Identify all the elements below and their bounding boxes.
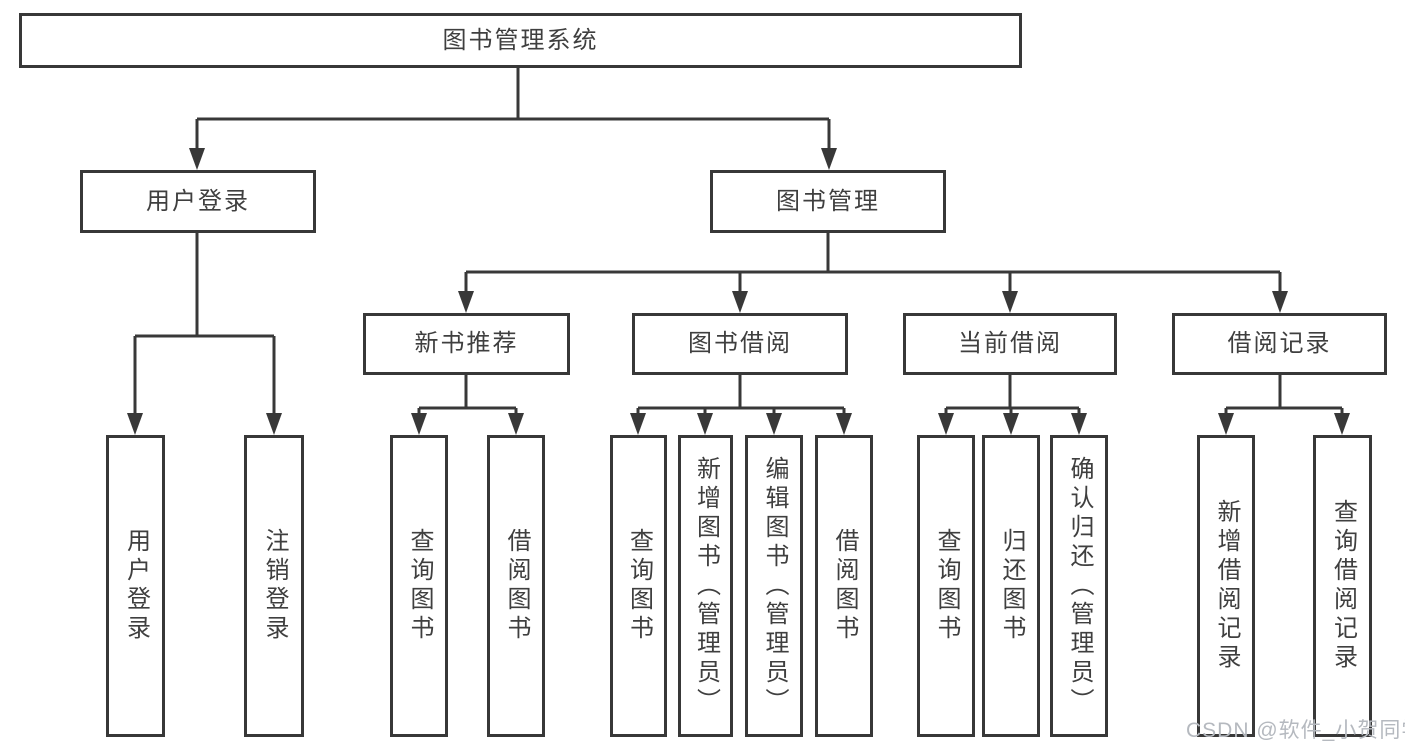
leaf-nbr-borrow-books: 借阅图书	[487, 435, 545, 737]
leaf-user-login: 用户登录	[106, 435, 165, 737]
arrow-down-icon	[766, 413, 782, 435]
leaf-nbr-query-books: 查询图书	[390, 435, 448, 737]
node-user-login: 用户登录	[80, 170, 316, 233]
arrow-down-icon	[189, 148, 205, 170]
leaf-label: 查询图书	[406, 528, 433, 644]
node-book-borrowing: 图书借阅	[632, 313, 848, 375]
node-new-book-recommend: 新书推荐	[363, 313, 570, 375]
leaf-label: 归还图书	[998, 528, 1025, 644]
leaf-cb-query-books: 查询图书	[917, 435, 975, 737]
arrow-down-icon	[1003, 413, 1019, 435]
arrow-down-icon	[127, 413, 143, 435]
leaf-br-query-record: 查询借阅记录	[1313, 435, 1372, 737]
arrow-down-icon	[1334, 413, 1350, 435]
arrow-down-icon	[411, 413, 427, 435]
arrow-down-icon	[266, 413, 282, 435]
leaf-label: 查询借阅记录	[1329, 499, 1357, 673]
leaf-bb-edit-books-admin: 编辑图书（管理员）	[745, 435, 803, 737]
leaf-label: 查询图书	[933, 528, 960, 644]
leaf-label: 新增图书（管理员）	[692, 455, 720, 717]
arrow-down-icon	[1218, 413, 1234, 435]
arrow-down-icon	[1272, 291, 1288, 313]
leaf-cb-return-books: 归还图书	[982, 435, 1040, 737]
leaf-label: 注销登录	[261, 528, 288, 644]
leaf-label: 借阅图书	[503, 528, 530, 644]
connector-paths	[133, 68, 1344, 415]
leaf-label: 查询图书	[625, 528, 653, 644]
leaf-br-add-record: 新增借阅记录	[1197, 435, 1255, 737]
arrow-down-icon	[938, 413, 954, 435]
arrow-down-icon	[458, 291, 474, 313]
leaf-label: 用户登录	[122, 528, 150, 644]
leaf-bb-add-books-admin: 新增图书（管理员）	[678, 435, 733, 737]
arrow-down-icon	[1002, 291, 1018, 313]
node-current-borrowing: 当前借阅	[903, 313, 1117, 375]
node-borrowing-records: 借阅记录	[1172, 313, 1387, 375]
arrow-down-icon	[836, 413, 852, 435]
leaf-label: 新增借阅记录	[1213, 499, 1240, 673]
node-root-system: 图书管理系统	[19, 13, 1022, 68]
leaf-cb-confirm-return-admin: 确认归还（管理员）	[1050, 435, 1108, 737]
node-book-management: 图书管理	[710, 170, 946, 233]
arrow-down-icon	[697, 413, 713, 435]
arrow-down-icon	[1071, 413, 1087, 435]
leaf-bb-query-books: 查询图书	[610, 435, 667, 737]
arrow-down-icon	[732, 291, 748, 313]
arrow-down-icon	[821, 148, 837, 170]
leaf-bb-borrow-books: 借阅图书	[815, 435, 873, 737]
watermark: CSDN @软件_小贺同学	[1186, 719, 1405, 742]
arrow-down-icon	[630, 413, 646, 435]
leaf-label: 编辑图书（管理员）	[761, 455, 788, 717]
leaf-logout: 注销登录	[244, 435, 304, 737]
arrow-down-icon	[508, 413, 524, 435]
leaf-label: 借阅图书	[831, 528, 858, 644]
leaf-label: 确认归还（管理员）	[1066, 455, 1093, 717]
